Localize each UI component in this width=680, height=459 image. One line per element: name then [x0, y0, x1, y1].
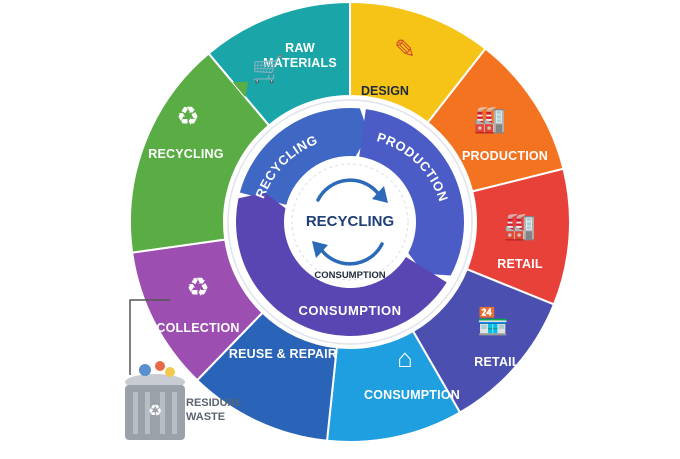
design-tools-icon: ✎	[394, 34, 416, 64]
recycle-icon: ♻	[176, 101, 199, 131]
design-tools-icon-glyph: ✎	[394, 34, 416, 64]
segment-arrow-recycling	[232, 81, 249, 98]
residual-label-line1: RESIDUAL	[186, 397, 243, 409]
outer-label-production: PRODUCTION	[462, 149, 548, 163]
inner-segment-consumption	[236, 192, 447, 336]
outer-label-design: DESIGN	[361, 84, 409, 98]
residual-waste: ♻ RESIDUAL WASTE	[125, 299, 243, 440]
inner-segment-recycling	[239, 108, 369, 205]
outer-label-reuse: REUSE & REPAIR	[229, 347, 337, 361]
factory-icon-glyph: 🏭	[474, 104, 506, 134]
residual-label-line2: WASTE	[186, 411, 225, 423]
recycle-icon-glyph: ♻	[176, 101, 199, 131]
center-subtitle: CONSUMPTION	[314, 270, 385, 281]
house-icon-glyph: ⌂	[397, 343, 413, 373]
inner-ring	[236, 108, 464, 336]
outer-label-recycling: RECYCLING	[148, 147, 223, 161]
outer-label-raw-line2: MATERIALS	[263, 56, 337, 70]
factory-icon-glyph: 🏭	[504, 211, 536, 241]
inner-label-consumption: CONSUMPTION	[299, 303, 402, 318]
house-icon: ⌂	[397, 343, 413, 373]
inner-segment-production	[359, 109, 464, 276]
trash-can-icon: ♻	[125, 361, 185, 440]
factory-icon: 🏭	[474, 104, 506, 134]
residual-connector-line	[129, 299, 170, 375]
outer-label-retail: RETAIL	[497, 257, 543, 271]
center-hub-ring	[291, 163, 409, 281]
factory-icon: 🏭	[504, 211, 536, 241]
store-icon-glyph: 🏪	[477, 306, 509, 336]
center-cycle-arrows-icon	[312, 178, 388, 266]
recycle-bin-icon: ♻	[186, 272, 209, 302]
outer-segment-recycling	[129, 52, 271, 254]
inner-ring-border	[227, 99, 473, 345]
recycle-symbol-icon: ♻	[148, 403, 162, 420]
outer-label-consumption: CONSUMPTION	[364, 388, 460, 402]
store-icon: 🏪	[477, 306, 509, 336]
center-title: RECYCLING	[306, 213, 394, 230]
worker-wheelbarrow-icon: 🛒	[252, 54, 284, 84]
worker-wheelbarrow-icon-glyph: 🛒	[252, 54, 284, 84]
outer-ring	[129, 0, 571, 443]
outer-label-collection: COLLECTION	[156, 321, 239, 335]
outer-label-retail2: RETAIL	[474, 355, 520, 369]
outer-label-raw-line1: RAW	[285, 41, 315, 55]
recycle-bin-icon-glyph: ♻	[186, 272, 209, 302]
